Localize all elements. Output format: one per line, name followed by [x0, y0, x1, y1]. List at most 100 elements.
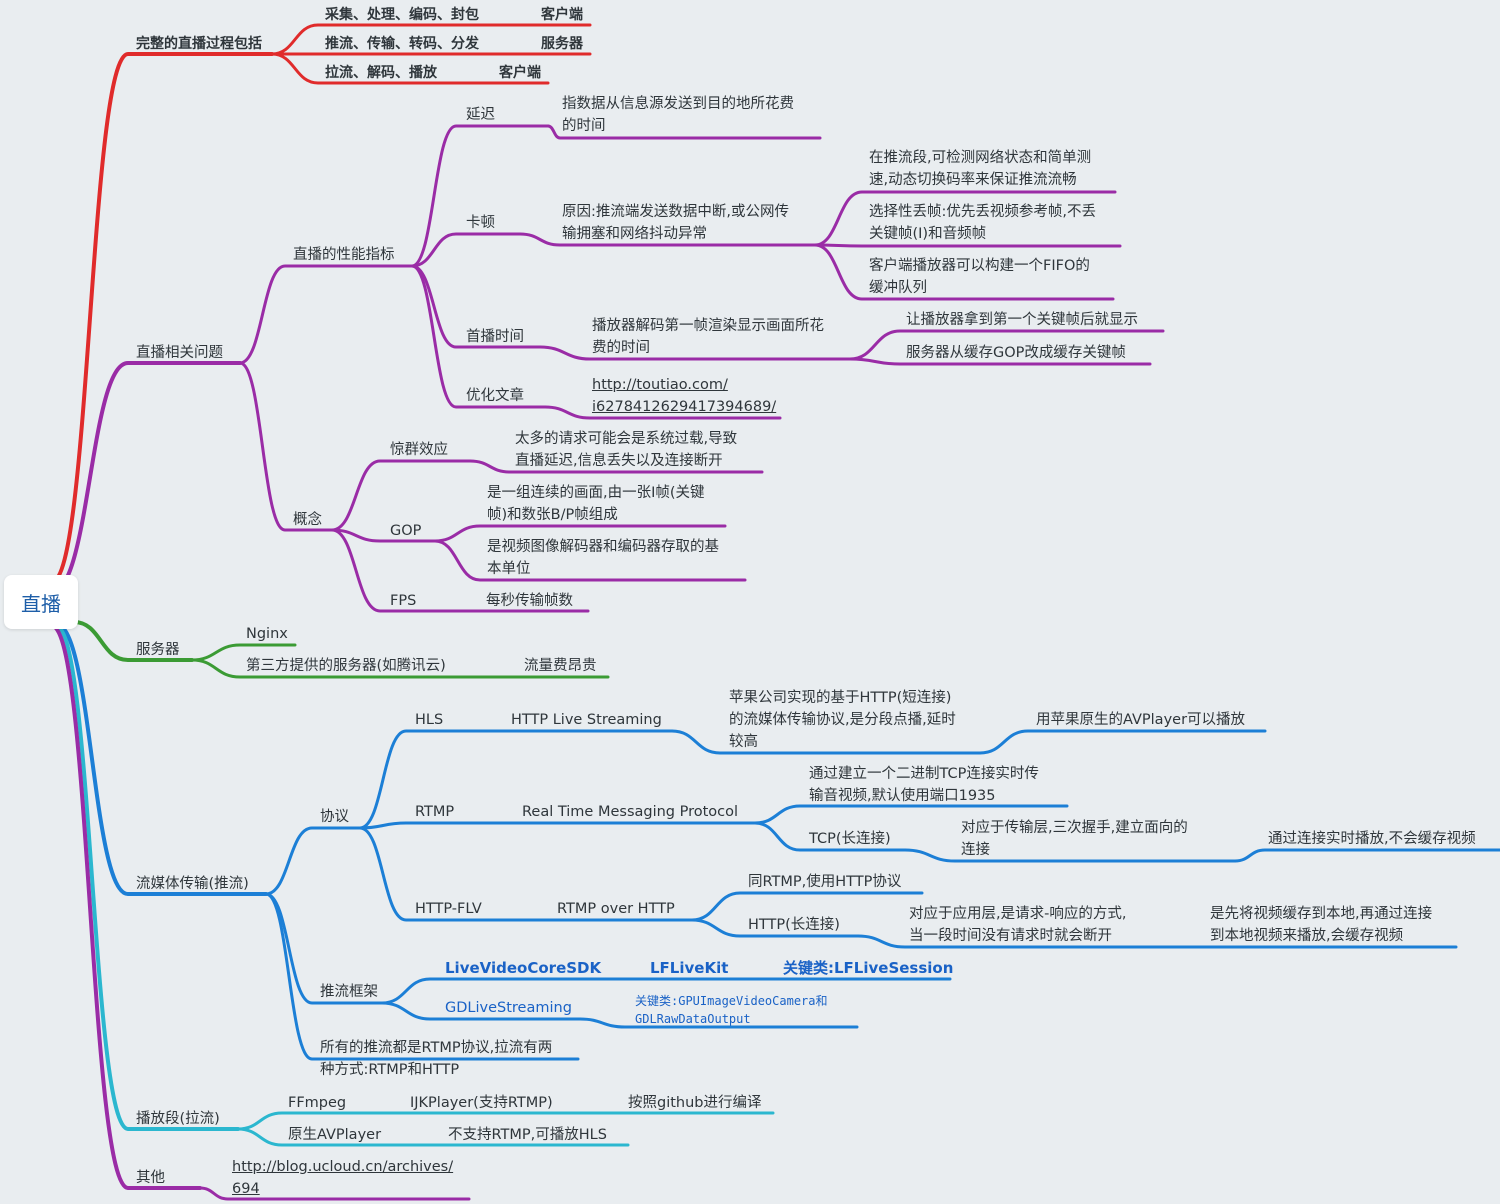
- connector-line: [670, 729, 982, 755]
- node-gop-desc-2[interactable]: 是视频图像解码器和编码器存取的基 本单位: [487, 539, 719, 577]
- node-http-note[interactable]: 是先将视频缓存到本地,再通过连接 到本地视频来播放,会缓存视频: [1210, 906, 1433, 944]
- node-http-long[interactable]: HTTP(长连接): [748, 917, 840, 933]
- connector-line: [72, 620, 194, 662]
- node-third-party-server[interactable]: 第三方提供的服务器(如腾讯云): [246, 658, 446, 674]
- node-ijkplayer[interactable]: IJKPlayer(支持RTMP): [410, 1095, 553, 1111]
- connector-line: [330, 459, 472, 532]
- node-hls[interactable]: HLS: [415, 712, 444, 728]
- connector-line: [813, 243, 1122, 248]
- node-article[interactable]: 优化文章: [466, 388, 524, 404]
- connector-line: [270, 52, 550, 85]
- node-hls-desc[interactable]: 苹果公司实现的基于HTTP(短连接) 的流媒体传输协议,是分段点播,延时 较高: [729, 690, 956, 750]
- connector-line: [330, 528, 437, 543]
- node-live-process[interactable]: 完整的直播过程包括: [136, 36, 262, 52]
- connector-line: [1233, 848, 1500, 863]
- node-hls-full[interactable]: HTTP Live Streaming: [511, 712, 662, 728]
- node-tcp[interactable]: TCP(长连接): [809, 831, 891, 847]
- node-process-step-2[interactable]: 推流、传输、转码、分发: [325, 36, 479, 52]
- node-stutter-solution-1[interactable]: 在推流段,可检测网络状态和简单测 速,动态切换码率来保证推流流畅: [869, 150, 1092, 188]
- node-rtmp-desc[interactable]: 通过建立一个二进制TCP连接实时传 输音视频,默认使用端口1935: [809, 766, 1039, 804]
- connector-line: [50, 52, 274, 584]
- node-first-frame-solution-1[interactable]: 让播放器拿到第一个关键帧后就显示: [906, 312, 1138, 328]
- connector-line: [264, 826, 362, 896]
- node-process-side-1[interactable]: 客户端: [541, 7, 583, 23]
- connector-line: [546, 124, 822, 140]
- connector-line: [468, 459, 764, 474]
- node-process-step-3[interactable]: 拉流、解码、播放: [325, 65, 437, 81]
- node-fps-desc[interactable]: 每秒传输帧数: [486, 593, 573, 609]
- article-link[interactable]: http://toutiao.com/ i6278412629417394689…: [592, 377, 777, 415]
- node-gop-desc-1[interactable]: 是一组连续的画面,由一张I帧(关键 帧)和数张B/P帧组成: [487, 485, 705, 523]
- node-first-frame[interactable]: 首播时间: [466, 329, 524, 345]
- node-nginx[interactable]: Nginx: [246, 626, 288, 642]
- node-first-frame-desc[interactable]: 播放器解码第一帧渲染显示画面所花 费的时间: [592, 318, 824, 356]
- node-process-side-3[interactable]: 客户端: [499, 65, 541, 81]
- node-server[interactable]: 服务器: [136, 642, 180, 658]
- node-stutter-solution-2[interactable]: 选择性丢帧:优先丢视频参考帧,不丢 关键帧(I)和音频帧: [869, 204, 1096, 242]
- connector-line: [433, 524, 727, 543]
- node-protocol[interactable]: 协议: [320, 809, 349, 825]
- node-tcp-note[interactable]: 通过连接实时播放,不会缓存视频: [1268, 831, 1476, 847]
- node-http-flv[interactable]: HTTP-FLV: [415, 901, 482, 917]
- node-delay-desc[interactable]: 指数据从信息源发送到目的地所花费 的时间: [562, 96, 794, 134]
- node-rtmp[interactable]: RTMP: [415, 804, 455, 820]
- node-concepts[interactable]: 概念: [293, 512, 322, 528]
- node-rtmp-full[interactable]: Real Time Messaging Protocol: [522, 804, 739, 820]
- connector-line: [813, 243, 1115, 301]
- node-process-step-1[interactable]: 采集、处理、编码、封包: [325, 7, 479, 23]
- node-http-desc[interactable]: 对应于应用层,是请求-响应的方式, 当一段时间没有请求时就会断开: [909, 906, 1127, 944]
- connector-line: [198, 1186, 471, 1201]
- connector-line: [518, 232, 817, 247]
- node-performance[interactable]: 直播的性能指标: [293, 247, 395, 263]
- node-herd[interactable]: 惊群效应: [390, 442, 448, 458]
- node-ffmpeg[interactable]: FFmpeg: [288, 1095, 347, 1111]
- node-avplayer[interactable]: 原生AVPlayer: [288, 1127, 382, 1143]
- node-first-frame-solution-2[interactable]: 服务器从缓存GOP改成缓存关键帧: [906, 345, 1126, 361]
- connector-line: [380, 1001, 582, 1021]
- node-stutter[interactable]: 卡顿: [466, 215, 495, 231]
- node-third-party-note[interactable]: 流量费昂贵: [524, 658, 597, 674]
- node-flv-desc[interactable]: 同RTMP,使用HTTP协议: [748, 874, 902, 890]
- node-ijk-note[interactable]: 按照github进行编译: [628, 1095, 762, 1111]
- connector-line: [190, 658, 610, 679]
- node-fps[interactable]: FPS: [390, 593, 417, 609]
- node-push-note[interactable]: 所有的推流都是RTMP协议,拉流有两 种方式:RTMP和HTTP: [320, 1040, 553, 1078]
- node-stutter-desc[interactable]: 原因:推流端发送数据中断,或公网传 输拥塞和网络抖动异常: [562, 204, 789, 242]
- other-link[interactable]: http://blog.ucloud.cn/archives/ 694: [232, 1159, 454, 1197]
- node-sdk[interactable]: LiveVideoCoreSDK: [445, 959, 602, 977]
- connector-line: [50, 361, 242, 594]
- node-tcp-desc[interactable]: 对应于传输层,三次握手,建立面向的 连接: [961, 820, 1188, 858]
- connector-line: [54, 622, 268, 896]
- connector-line: [543, 405, 782, 420]
- node-streaming[interactable]: 流媒体传输(推流): [136, 876, 249, 892]
- node-gop[interactable]: GOP: [390, 523, 422, 539]
- node-gdlive-class[interactable]: 关键类:GPUImageVideoCamera和 GDLRawDataOutpu…: [635, 994, 828, 1026]
- node-flv-full[interactable]: RTMP over HTTP: [557, 901, 675, 917]
- node-hls-note[interactable]: 用苹果原生的AVPlayer可以播放: [1036, 712, 1246, 728]
- connector-line: [238, 361, 334, 532]
- connector-line: [264, 892, 580, 1061]
- connector-line: [54, 624, 240, 1131]
- connector-line: [578, 1017, 859, 1029]
- connector-line: [410, 264, 547, 409]
- node-lflivekit[interactable]: LFLiveKit: [650, 959, 729, 977]
- connector-line: [433, 539, 747, 582]
- node-herd-desc[interactable]: 太多的请求可能会是系统过载,导致 直播延迟,信息丢失以及连接断开: [515, 431, 738, 469]
- connector-line: [236, 1127, 630, 1147]
- node-delay[interactable]: 延迟: [466, 107, 495, 123]
- node-issues[interactable]: 直播相关问题: [136, 345, 223, 361]
- node-gdlive[interactable]: GDLiveStreaming: [445, 1000, 572, 1016]
- node-stutter-solution-3[interactable]: 客户端播放器可以构建一个FIFO的 缓冲队列: [869, 258, 1090, 296]
- connector-line: [410, 232, 522, 268]
- connector-line: [978, 729, 1267, 755]
- connector-line: [690, 918, 860, 938]
- node-avplayer-note[interactable]: 不支持RTMP,可播放HLS: [448, 1127, 607, 1143]
- node-playback[interactable]: 播放段(拉流): [136, 1111, 220, 1127]
- node-other[interactable]: 其他: [136, 1170, 165, 1186]
- connector-line: [538, 345, 852, 361]
- root-node[interactable]: 直播: [4, 575, 78, 629]
- node-frameworks[interactable]: 推流框架: [320, 984, 378, 1000]
- node-process-side-2[interactable]: 服务器: [541, 36, 583, 52]
- node-lflivekit-class[interactable]: 关键类:LFLiveSession: [783, 959, 954, 977]
